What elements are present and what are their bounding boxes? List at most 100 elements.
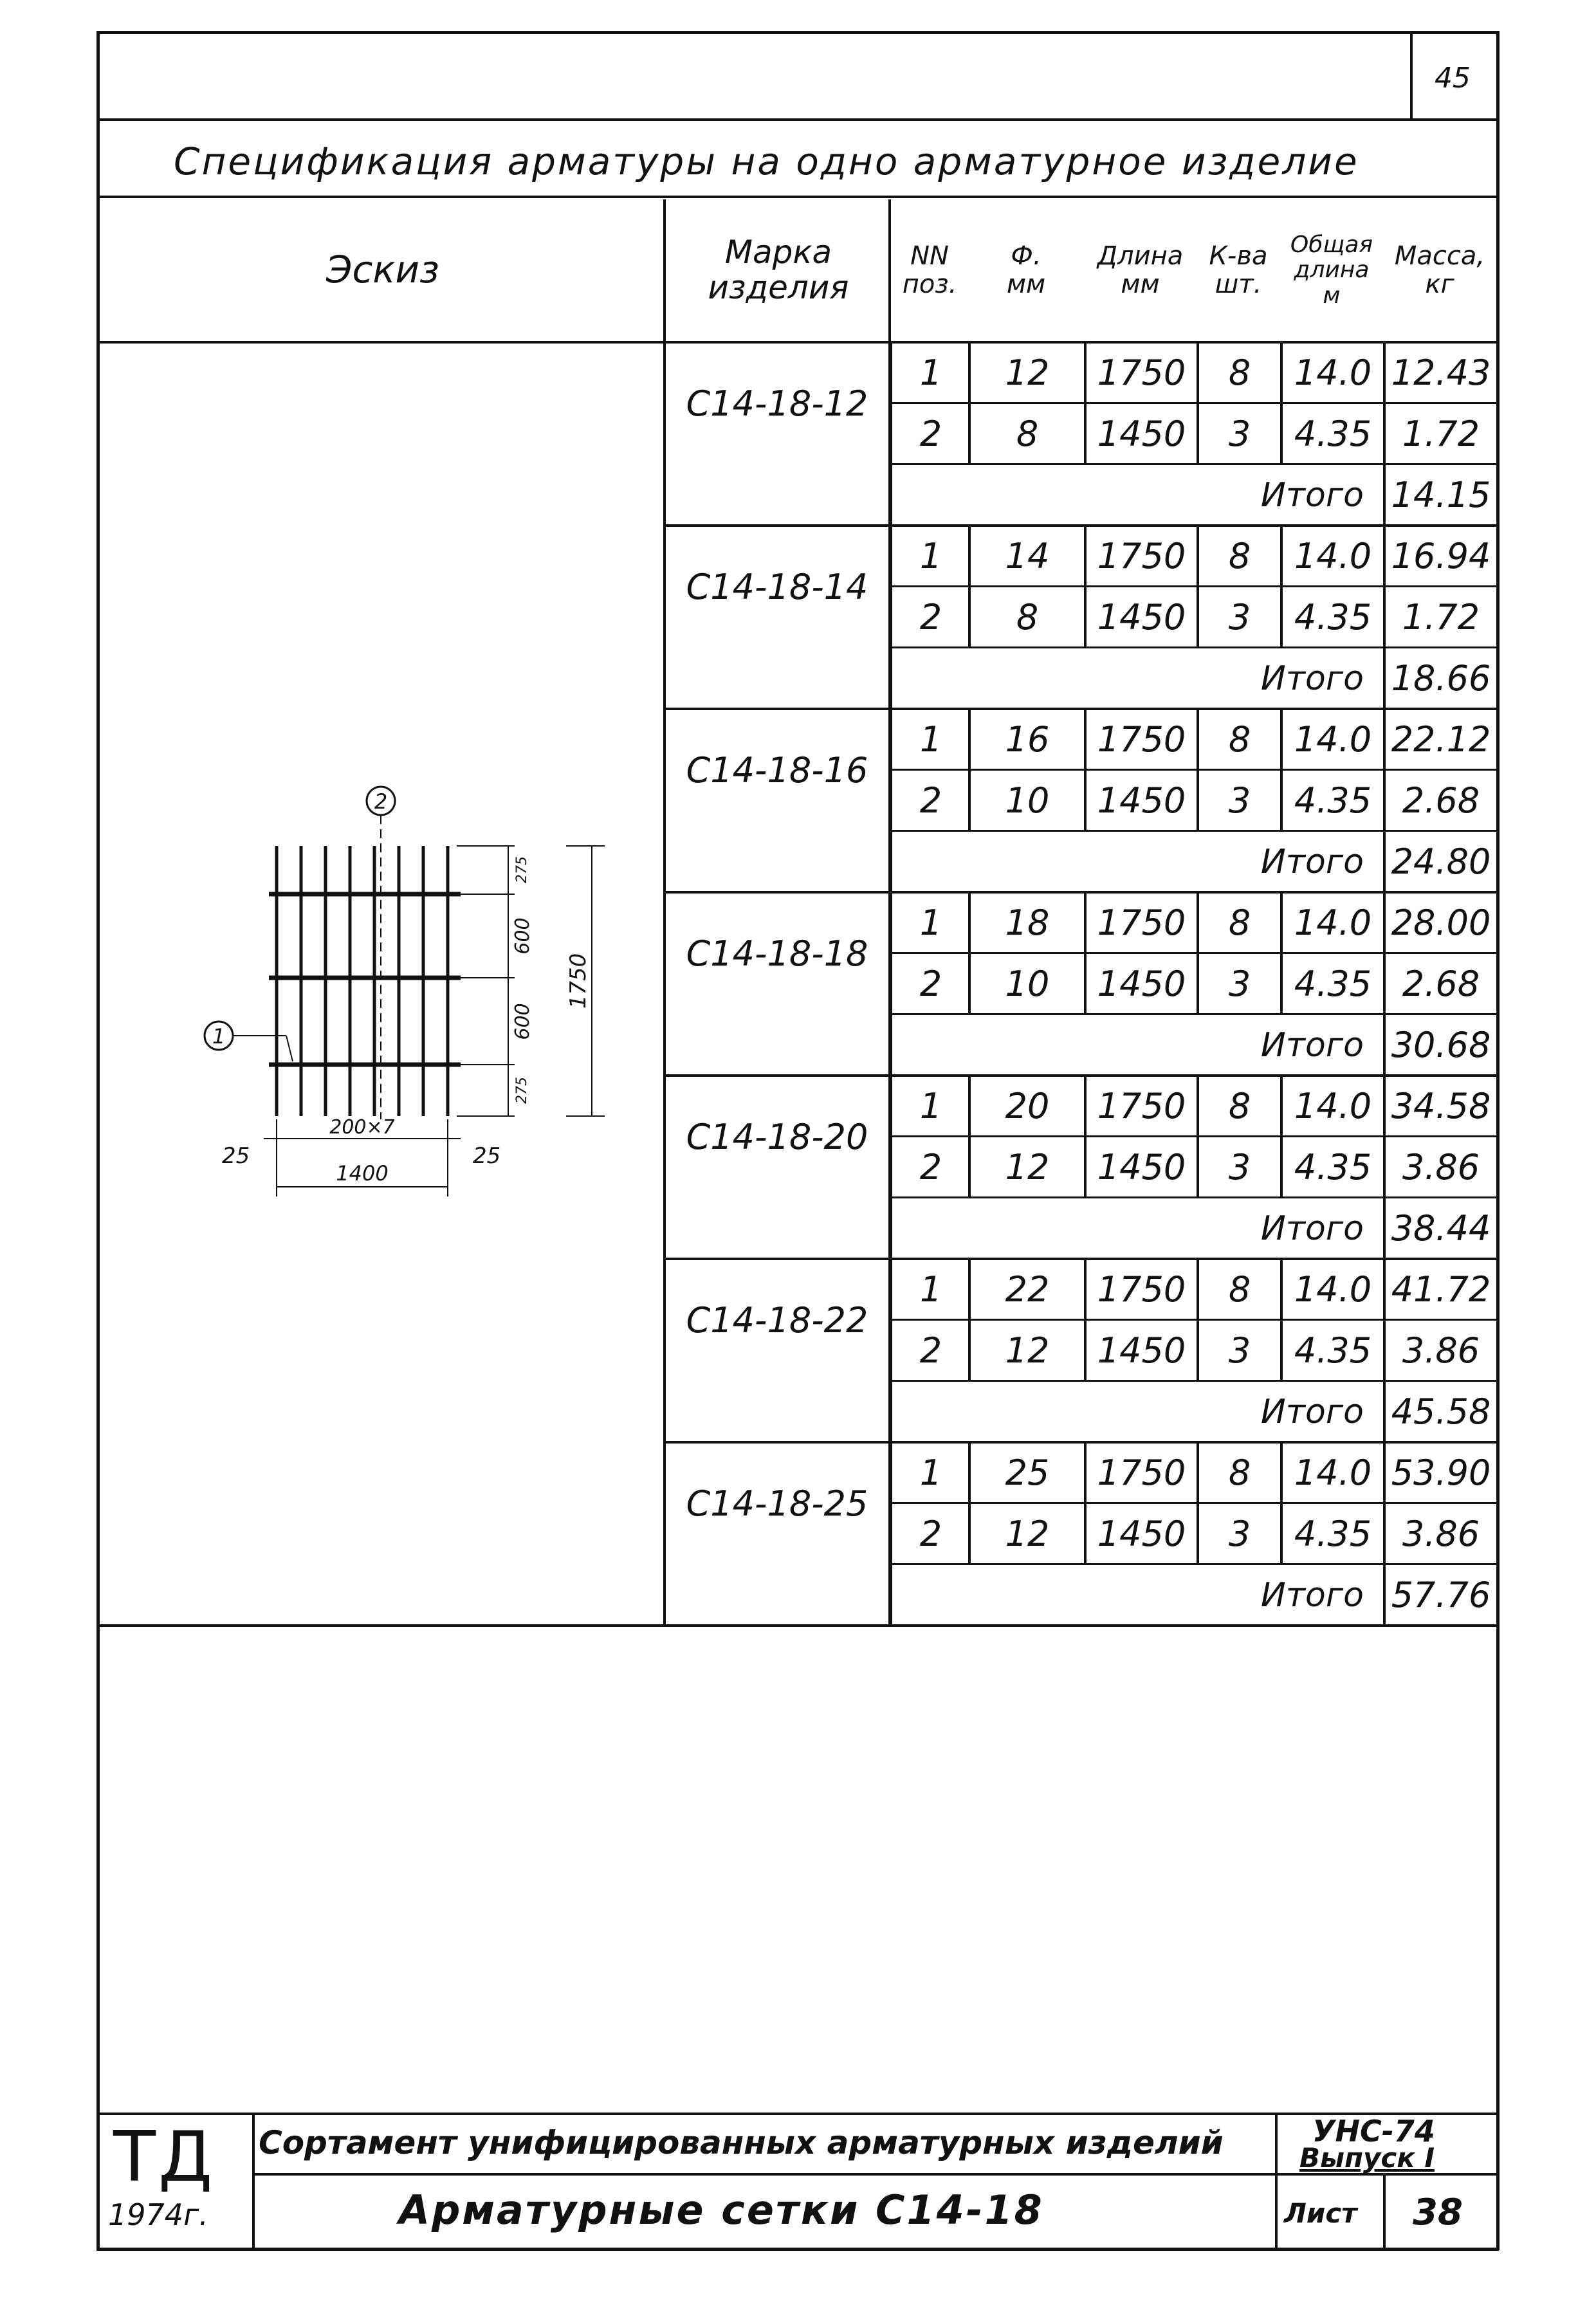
header-sketch: Эскиз bbox=[326, 248, 439, 292]
col-line-sketch bbox=[663, 199, 666, 1626]
row-line bbox=[891, 769, 1496, 771]
cell-line bbox=[1383, 709, 1386, 831]
row-line bbox=[891, 830, 1496, 832]
spec-cell: 14.0 bbox=[1294, 1086, 1372, 1126]
spec-cell: 1750 bbox=[1097, 903, 1186, 943]
spec-cell: 8 bbox=[1228, 719, 1251, 760]
spec-cell: 3 bbox=[1228, 964, 1251, 1004]
cell-line bbox=[1280, 1442, 1283, 1564]
cell-line bbox=[1084, 1442, 1087, 1564]
total-cell-line bbox=[1383, 1381, 1386, 1442]
spec-cell: 1450 bbox=[1097, 1514, 1186, 1554]
frame-right bbox=[1496, 31, 1500, 2250]
cell-line bbox=[1383, 1259, 1386, 1381]
mark-cell: С14-18-14 bbox=[686, 566, 868, 607]
cell-line bbox=[1383, 1076, 1386, 1198]
spec-cell: 41.72 bbox=[1391, 1269, 1491, 1310]
dim-segment-top: 275 bbox=[514, 856, 530, 883]
total-cell-line bbox=[1383, 1198, 1386, 1259]
dim-segment-upper: 600 bbox=[511, 917, 534, 954]
spec-cell: 8 bbox=[1228, 353, 1251, 393]
group-line bbox=[666, 524, 1496, 527]
spec-cell: 3 bbox=[1228, 597, 1251, 637]
dim-overhang-left: 25 bbox=[222, 1143, 250, 1169]
spec-cell: 4.35 bbox=[1294, 964, 1372, 1004]
spec-cell: 1 bbox=[919, 1453, 942, 1493]
spec-cell: 10 bbox=[1005, 964, 1050, 1004]
total-cell-line bbox=[1383, 464, 1386, 526]
frame-top bbox=[96, 31, 1499, 34]
cell-line bbox=[1197, 526, 1199, 648]
cell-line bbox=[1084, 892, 1087, 1014]
spec-cell: 3.86 bbox=[1402, 1514, 1480, 1554]
spec-cell: 14 bbox=[1005, 536, 1050, 576]
spec-cell: 4.35 bbox=[1294, 597, 1372, 637]
cell-line bbox=[1383, 892, 1386, 1014]
total-value: 30.68 bbox=[1391, 1025, 1491, 1065]
cell-line bbox=[1197, 342, 1199, 464]
spec-cell: 28.00 bbox=[1391, 903, 1491, 943]
spec-cell: 3 bbox=[1228, 780, 1251, 821]
spec-cell: 2 bbox=[919, 1330, 942, 1371]
spec-cell: 12.43 bbox=[1391, 353, 1491, 393]
header-quantity: К-ва шт. bbox=[1209, 241, 1268, 299]
title-line-top bbox=[96, 118, 1499, 121]
header-line-bottom bbox=[96, 341, 1499, 344]
sheet-title: Арматурные сетки С14-18 bbox=[399, 2186, 1044, 2233]
total-label: Итого bbox=[1260, 1025, 1364, 1065]
total-value: 14.15 bbox=[1391, 475, 1491, 515]
col-line-pos bbox=[890, 342, 892, 1626]
cell-line bbox=[1280, 342, 1283, 464]
spec-cell: 4.35 bbox=[1294, 1147, 1372, 1187]
cell-line bbox=[968, 526, 971, 648]
title-line-bottom bbox=[96, 196, 1499, 198]
spec-cell: 1750 bbox=[1097, 719, 1186, 760]
spec-cell: 1450 bbox=[1097, 1147, 1186, 1187]
cell-line bbox=[1280, 709, 1283, 831]
sheet-number: 45 bbox=[1435, 62, 1471, 95]
group-line bbox=[666, 1441, 1496, 1444]
table-bottom bbox=[96, 1624, 1499, 1627]
spec-cell: 8 bbox=[1228, 903, 1251, 943]
spec-cell: 1750 bbox=[1097, 1086, 1186, 1126]
spec-cell: 10 bbox=[1005, 780, 1050, 821]
spec-cell: 1 bbox=[919, 1086, 942, 1126]
spec-cell: 1450 bbox=[1097, 1330, 1186, 1371]
logo: ТД bbox=[113, 2117, 216, 2197]
spec-cell: 12 bbox=[1005, 353, 1050, 393]
cell-line bbox=[1084, 342, 1087, 464]
spec-cell: 3 bbox=[1228, 414, 1251, 454]
spec-cell: 12 bbox=[1005, 1330, 1050, 1371]
row-line bbox=[891, 1380, 1496, 1382]
row-line bbox=[891, 952, 1496, 954]
cell-line bbox=[968, 1259, 971, 1381]
cell-line bbox=[1197, 709, 1199, 831]
total-label: Итого bbox=[1260, 1575, 1364, 1615]
dim-segment-lower: 600 bbox=[511, 1003, 534, 1040]
row-line bbox=[891, 1319, 1496, 1321]
spec-cell: 12 bbox=[1005, 1514, 1050, 1554]
header-mass: Масса, кг bbox=[1394, 241, 1485, 299]
total-label: Итого bbox=[1260, 659, 1364, 698]
sheet-number-box-left bbox=[1410, 31, 1413, 120]
spec-cell: 2 bbox=[919, 1147, 942, 1187]
spec-cell: 1750 bbox=[1097, 353, 1186, 393]
cell-line bbox=[1084, 1259, 1087, 1381]
spec-cell: 1450 bbox=[1097, 414, 1186, 454]
sheet-page-number: 38 bbox=[1413, 2192, 1463, 2233]
spec-title: Спецификация арматуры на одно арматурное… bbox=[174, 140, 1359, 183]
spec-cell: 1750 bbox=[1097, 1269, 1186, 1310]
total-label: Итого bbox=[1260, 1209, 1364, 1248]
spec-cell: 22 bbox=[1005, 1269, 1050, 1310]
spec-cell: 2.68 bbox=[1402, 964, 1480, 1004]
frame-bottom bbox=[96, 2248, 1499, 2251]
spec-cell: 14.0 bbox=[1294, 353, 1372, 393]
spec-cell: 1 bbox=[919, 536, 942, 576]
total-cell-line bbox=[1383, 831, 1386, 892]
dim-width-label: 1400 bbox=[336, 1161, 388, 1186]
spec-cell: 14.0 bbox=[1294, 1269, 1372, 1310]
spec-cell: 8 bbox=[1228, 536, 1251, 576]
spec-cell: 14.0 bbox=[1294, 903, 1372, 943]
dim-overhang-right: 25 bbox=[473, 1143, 500, 1169]
spec-cell: 25 bbox=[1005, 1453, 1050, 1493]
